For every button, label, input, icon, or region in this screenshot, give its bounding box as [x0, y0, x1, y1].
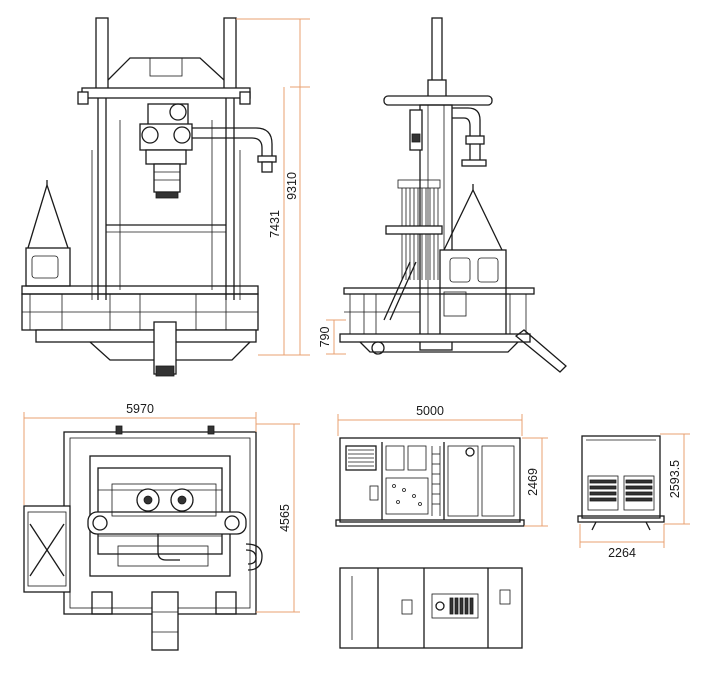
container-end-dimensions: [579, 433, 690, 548]
container-end-view: [577, 435, 665, 531]
dimension-7431: 7431: [268, 210, 282, 238]
dimension-5970: 5970: [126, 402, 154, 416]
dimension-2264: 2264: [608, 546, 636, 560]
dimension-5000: 5000: [416, 404, 444, 418]
front-dimensions: [236, 18, 310, 356]
top-view: [23, 425, 263, 651]
top-dimensions: [23, 412, 300, 613]
container-top-view: [339, 567, 523, 649]
front-view: [21, 17, 277, 377]
side-dimensions: [326, 319, 346, 355]
dimension-2593-5: 2593.5: [668, 460, 682, 498]
side-view: [339, 17, 567, 373]
dimension-9310: 9310: [285, 172, 299, 200]
container-side-dimensions: [337, 414, 548, 527]
dimension-2469: 2469: [526, 468, 540, 496]
dimension-790: 790: [318, 327, 332, 348]
container-side-view: [335, 437, 525, 527]
dimension-4565: 4565: [278, 504, 292, 532]
